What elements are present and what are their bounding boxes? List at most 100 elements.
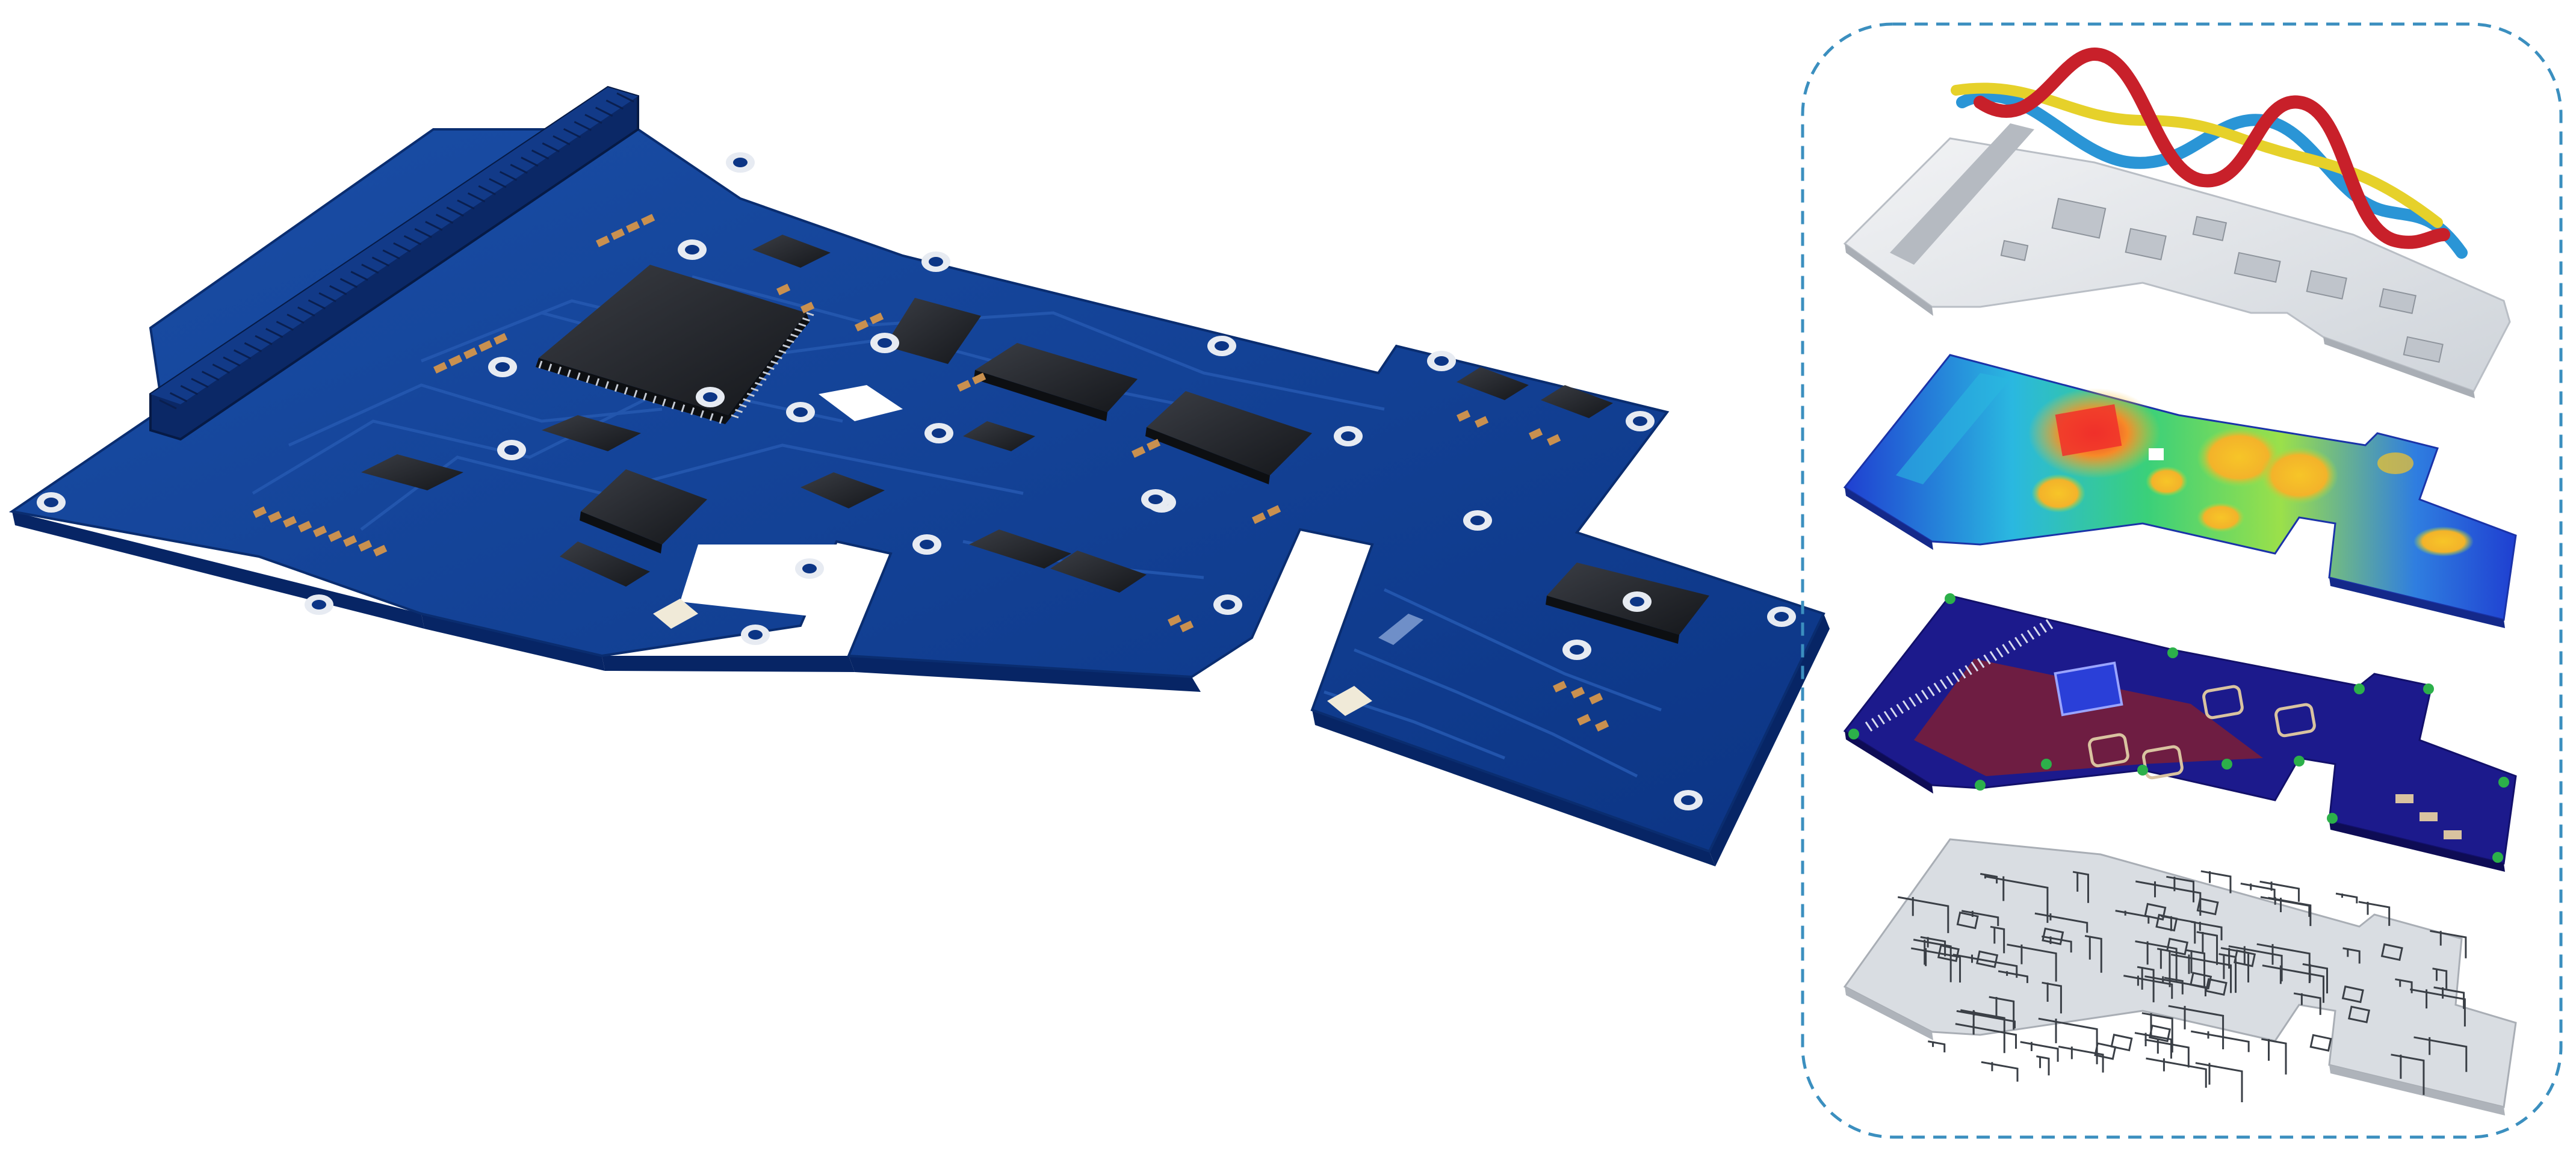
schematic-trace (2170, 954, 2232, 993)
schematic-component (2196, 897, 2219, 916)
connector-pin (584, 114, 602, 124)
schematic-trace (2123, 975, 2173, 999)
layout-pin (1971, 661, 1979, 672)
connector-pin (265, 328, 283, 338)
mounting-hole-center (1148, 495, 1163, 504)
cpu-pin (671, 401, 676, 410)
cpu-pin (624, 387, 628, 395)
capacitor (252, 506, 267, 518)
layout-pin (2045, 619, 2054, 629)
ic-chip (969, 529, 1147, 593)
capacitor (328, 530, 342, 542)
capacitor (494, 333, 508, 345)
mounting-hole-center (1774, 612, 1789, 622)
ic-chip (560, 541, 650, 587)
silkscreen-logo (653, 599, 698, 629)
capacitor (776, 283, 791, 295)
layout-pad (2444, 830, 2462, 839)
schematic-trace (2302, 963, 2328, 994)
connector-pin (435, 214, 454, 224)
capacitor (268, 511, 282, 523)
main-pcb-board (8, 85, 1830, 866)
board-label (1378, 614, 1423, 645)
layout-pin (1965, 665, 1972, 676)
ic-chip (752, 235, 831, 268)
cpu-pin (731, 414, 739, 419)
connector-pin (276, 321, 294, 331)
layout-pin (1995, 647, 2004, 658)
layout-pin (1946, 675, 1954, 686)
layout-pin (2008, 640, 2016, 651)
cpu-pin (735, 409, 743, 413)
mounting-hole-center (932, 428, 946, 438)
schematic-trace (2144, 1038, 2190, 1068)
cpu-pin (538, 360, 543, 369)
ic-chip (542, 415, 641, 451)
connector-pin (170, 392, 188, 403)
schematic-trace (1998, 970, 2028, 983)
layout-pad (2420, 812, 2438, 821)
layout-via (2354, 683, 2365, 694)
cpu-pin (798, 322, 807, 327)
connector-pin (574, 121, 592, 131)
layout-pin (1933, 682, 1942, 693)
connector-pin (297, 306, 315, 317)
ic-chip (963, 421, 1035, 451)
capacitor (800, 301, 815, 313)
layout-via (2167, 647, 2178, 658)
connector-pin (393, 242, 411, 253)
capacitor (611, 228, 625, 240)
connector-pin (563, 128, 581, 138)
schematic-trace (2038, 1017, 2098, 1064)
connector-pin (212, 363, 231, 374)
capacitor (870, 312, 884, 324)
schematic-component (1976, 950, 1999, 969)
schematic-trace (1911, 947, 1961, 983)
connector-pin (553, 135, 571, 146)
ic-chip (1145, 391, 1312, 484)
capacitor (1589, 693, 1603, 705)
connector-pin (414, 228, 432, 238)
schematic-trace (2358, 901, 2391, 926)
connector-pin (244, 342, 262, 353)
mounting-hole-center (802, 564, 817, 573)
schematic-trace (1984, 875, 2049, 923)
connector-pin (457, 199, 475, 210)
schematic-trace (2007, 943, 2057, 982)
ic-chip (800, 472, 885, 508)
schematic-trace (2135, 940, 2178, 983)
board-component (2125, 227, 2167, 261)
layout-pad (2202, 685, 2244, 720)
connector-pin (467, 192, 486, 203)
layout-pin (1896, 703, 1904, 714)
schematic-component (2234, 949, 2256, 967)
board-component (2000, 239, 2029, 261)
cpu-pin (754, 381, 763, 386)
schematic-trace (2260, 896, 2311, 917)
schematic-trace (2190, 1030, 2250, 1052)
cpu-pin (770, 360, 779, 365)
layout-via (1975, 780, 1986, 791)
cpu-pin (794, 328, 802, 333)
schematic-component (2148, 1024, 2172, 1043)
connector-pin (489, 177, 507, 188)
layout-pin (1865, 721, 1873, 732)
cpu-pin (643, 392, 648, 401)
cpu-pin (738, 403, 747, 408)
capacitor (1132, 446, 1146, 458)
schematic-trace (1897, 896, 1949, 933)
connector-pin (478, 185, 496, 196)
capacitor (342, 535, 358, 547)
cpu-pin (790, 333, 799, 338)
board-component (2051, 197, 2107, 239)
capacitor (626, 221, 640, 233)
capacitor (972, 372, 986, 384)
cpu-pin (778, 350, 787, 354)
connector-pin (202, 371, 220, 381)
layout-pin (2002, 644, 2010, 654)
schematic-trace (1960, 1009, 2005, 1054)
connector-pin (255, 335, 273, 345)
capacitor (1180, 620, 1194, 632)
schematic-trace (2200, 870, 2232, 893)
